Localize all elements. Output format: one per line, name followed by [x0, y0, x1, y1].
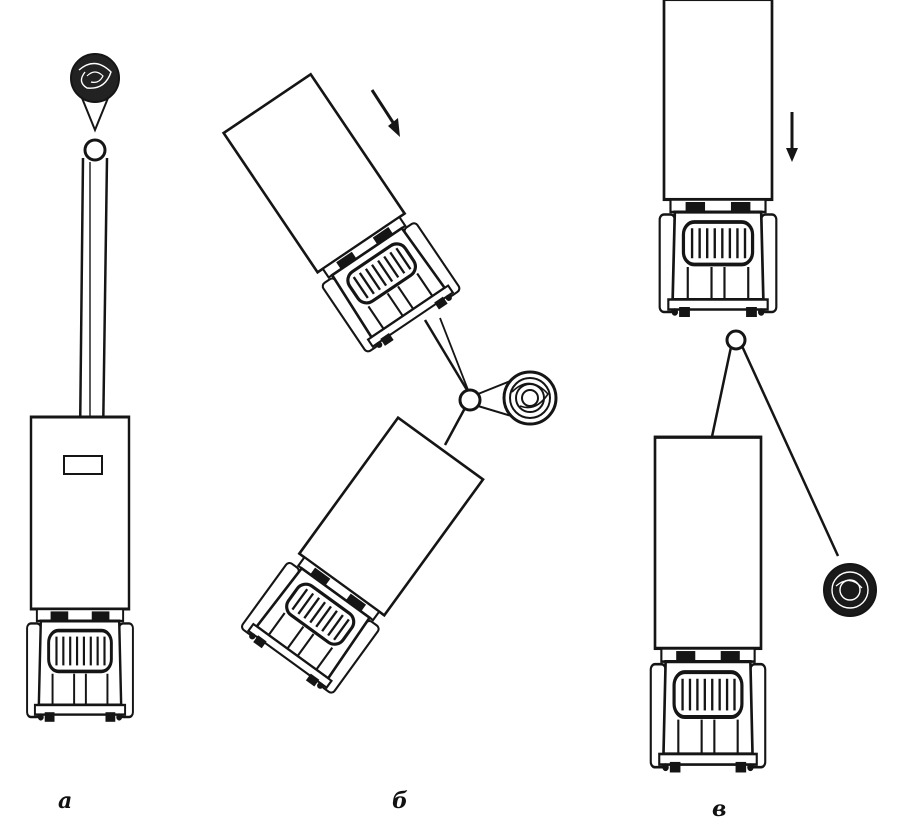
pulley-icon: [458, 388, 482, 412]
cable-reel-icon: [823, 563, 877, 617]
pulley-icon: [83, 138, 107, 162]
panel-label-c: в: [712, 796, 726, 822]
truck-icon: [236, 413, 488, 700]
panel-label-a: а: [58, 788, 72, 814]
panel-a: а: [25, 53, 135, 814]
truck-icon: [657, 0, 779, 319]
truck-icon: [218, 70, 465, 359]
direction-arrow-icon: [370, 89, 400, 137]
pulley-icon: [725, 329, 747, 351]
cable-reel-icon: [502, 370, 558, 426]
panel-c: в: [648, 0, 877, 822]
panel-label-b: б: [392, 788, 408, 814]
truck-icon: [648, 435, 768, 775]
direction-arrow-icon: [786, 112, 798, 162]
cable-reel-icon: [70, 53, 120, 103]
panel-b: б: [218, 70, 558, 814]
